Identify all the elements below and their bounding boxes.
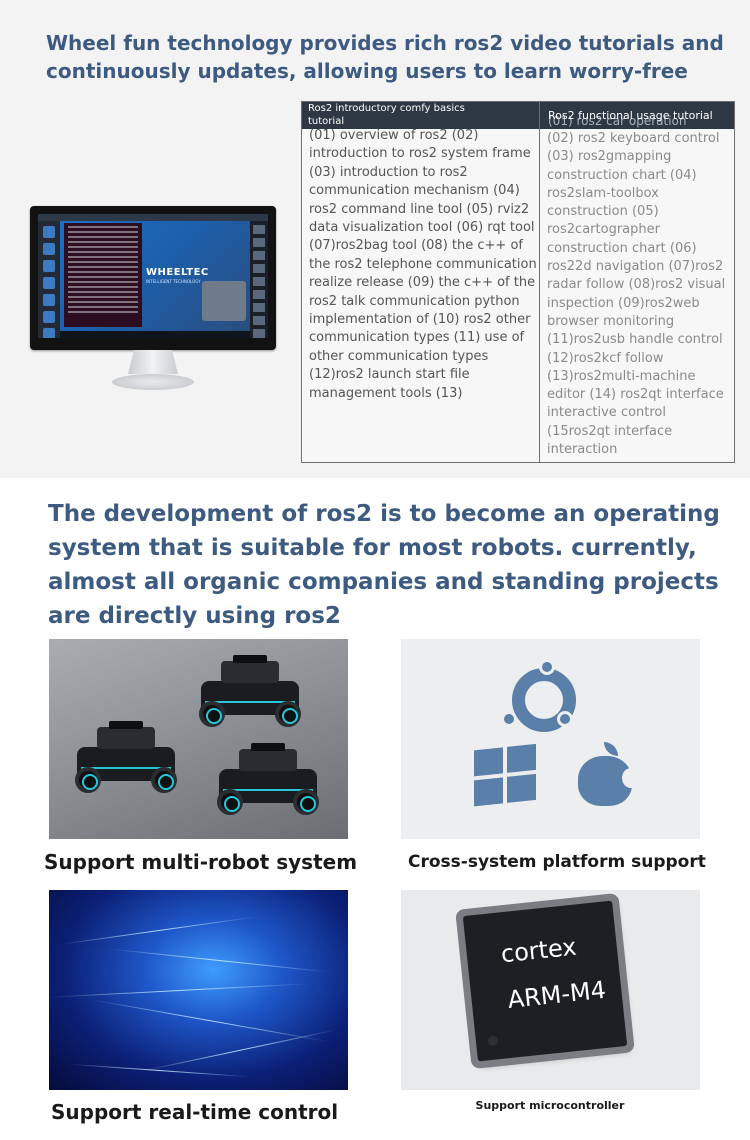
realtime-network-image [49, 890, 348, 1090]
table-left-column: (01) overview of ros2 (02) introduction … [309, 128, 537, 401]
monitor-icon: WHEELTEC INTELLIGENT TECHNOLOGY [30, 206, 276, 392]
monitor-neck [128, 350, 178, 374]
feature-caption-cross-system: Cross-system platform support [408, 852, 706, 872]
feature-caption-multi-robot: Support multi-robot system [44, 850, 358, 874]
tutorial-section: Wheel fun technology provides rich ros2 … [0, 0, 750, 478]
monitor-bezel: WHEELTEC INTELLIGENT TECHNOLOGY [30, 206, 276, 350]
chip-label-cortex: cortex [499, 932, 578, 969]
apple-icon [578, 742, 640, 806]
ros2-headline: The development of ros2 is to become an … [48, 501, 720, 629]
monitor-foot [112, 374, 194, 390]
multi-robot-image [49, 639, 348, 839]
chip-icon: cortex ARM-M4 [462, 900, 628, 1062]
screen-robot-image [202, 281, 246, 321]
screen-right-panel [250, 221, 268, 338]
monitor-screen: WHEELTEC INTELLIGENT TECHNOLOGY [38, 214, 268, 338]
robot-car-icon [213, 743, 323, 815]
table-header: Ros2 introductory comfy basics tutorial … [302, 102, 734, 129]
windows-icon [474, 743, 538, 809]
robot-car-icon [71, 721, 181, 793]
tutorial-table: Ros2 introductory comfy basics tutorial … [301, 101, 735, 463]
chip-pin-dot [487, 1035, 499, 1047]
table-right-column: (02) ros2 keyboard control (03) ros2gmap… [547, 131, 726, 458]
robot-car-icon [195, 655, 305, 727]
chip-label-arm: ARM-M4 [506, 975, 608, 1014]
screen-video: WHEELTEC INTELLIGENT TECHNOLOGY [60, 221, 250, 331]
table-header-left: Ros2 introductory comfy basics tutorial [308, 103, 465, 127]
screen-logo-sub: INTELLIGENT TECHNOLOGY [146, 279, 201, 284]
table-divider [539, 102, 540, 462]
ubuntu-icon [501, 659, 576, 732]
screen-playbar [60, 331, 250, 338]
screen-titlebar [38, 214, 268, 221]
feature-caption-realtime: Support real-time control [51, 1100, 339, 1124]
terminal-window [64, 223, 142, 327]
screen-logo: WHEELTEC [146, 267, 209, 278]
feature-caption-microcontroller: Support microcontroller [475, 1099, 625, 1112]
table-header-ghost: (01) ros2 car operation [548, 114, 687, 128]
table-header-right: Ros2 functional usage tutorial [548, 109, 713, 122]
screen-left-dock [38, 221, 60, 338]
tutorial-headline: Wheel fun technology provides rich ros2 … [46, 31, 724, 83]
